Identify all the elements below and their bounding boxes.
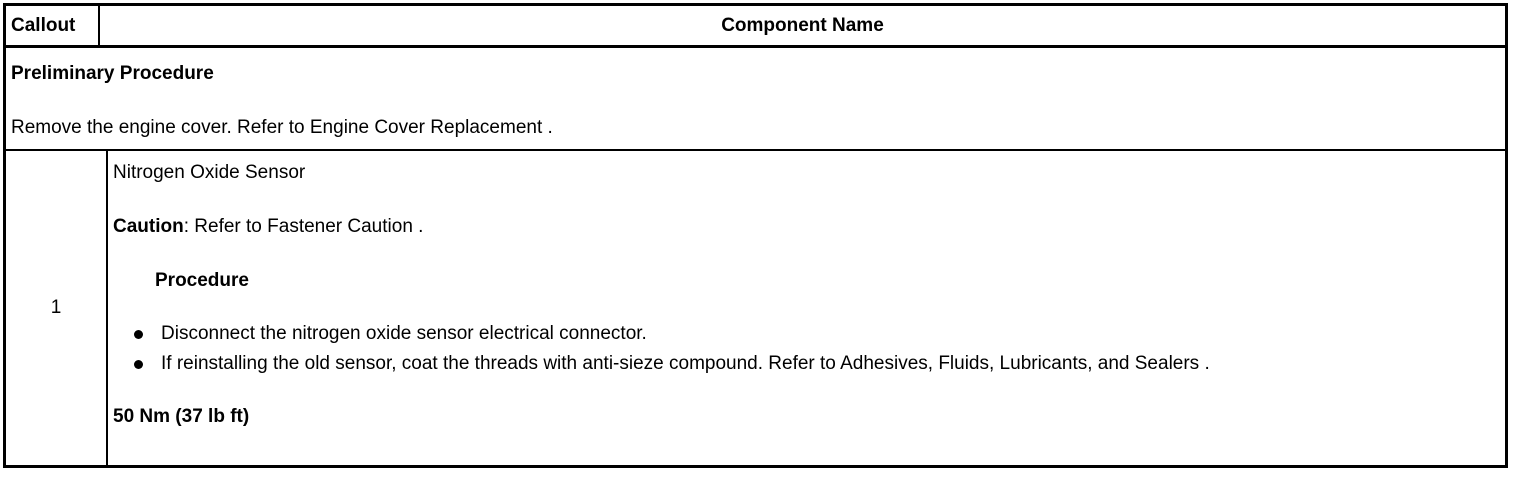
torque-spec-text: 50 Nm (37 lb ft) — [113, 406, 250, 427]
component-cell: Nitrogen Oxide Sensor Caution: Refer to … — [108, 151, 1505, 465]
procedure-step-text: If reinstalling the old sensor, coat the… — [161, 353, 1210, 374]
caution-text: : Refer to Fastener Caution . — [183, 216, 424, 237]
bullet-icon — [134, 360, 143, 369]
caution-label: Caution — [113, 216, 184, 237]
list-item: Disconnect the nitrogen oxide sensor ele… — [113, 319, 1495, 349]
list-item: If reinstalling the old sensor, coat the… — [113, 349, 1495, 379]
procedure-step-text: Disconnect the nitrogen oxide sensor ele… — [161, 323, 647, 344]
callout-component-table: Callout Component Name Preliminary Proce… — [3, 3, 1508, 468]
preliminary-procedure-title: Preliminary Procedure — [11, 63, 214, 84]
preliminary-procedure-row: Preliminary Procedure Remove the engine … — [6, 48, 1505, 151]
callout-column-header: Callout — [6, 6, 100, 45]
bullet-icon — [134, 330, 143, 339]
procedure-step-list: Disconnect the nitrogen oxide sensor ele… — [113, 319, 1495, 379]
procedure-heading: Procedure — [155, 270, 249, 291]
callout-number: 1 — [6, 151, 108, 465]
table-row: 1 Nitrogen Oxide Sensor Caution: Refer t… — [6, 151, 1505, 465]
component-name-text: Nitrogen Oxide Sensor — [113, 162, 306, 183]
caution-line: Caution: Refer to Fastener Caution . — [113, 213, 1495, 241]
table-header-row: Callout Component Name — [6, 6, 1505, 48]
preliminary-procedure-text: Remove the engine cover. Refer to Engine… — [11, 117, 553, 138]
component-name-column-header: Component Name — [721, 14, 884, 36]
